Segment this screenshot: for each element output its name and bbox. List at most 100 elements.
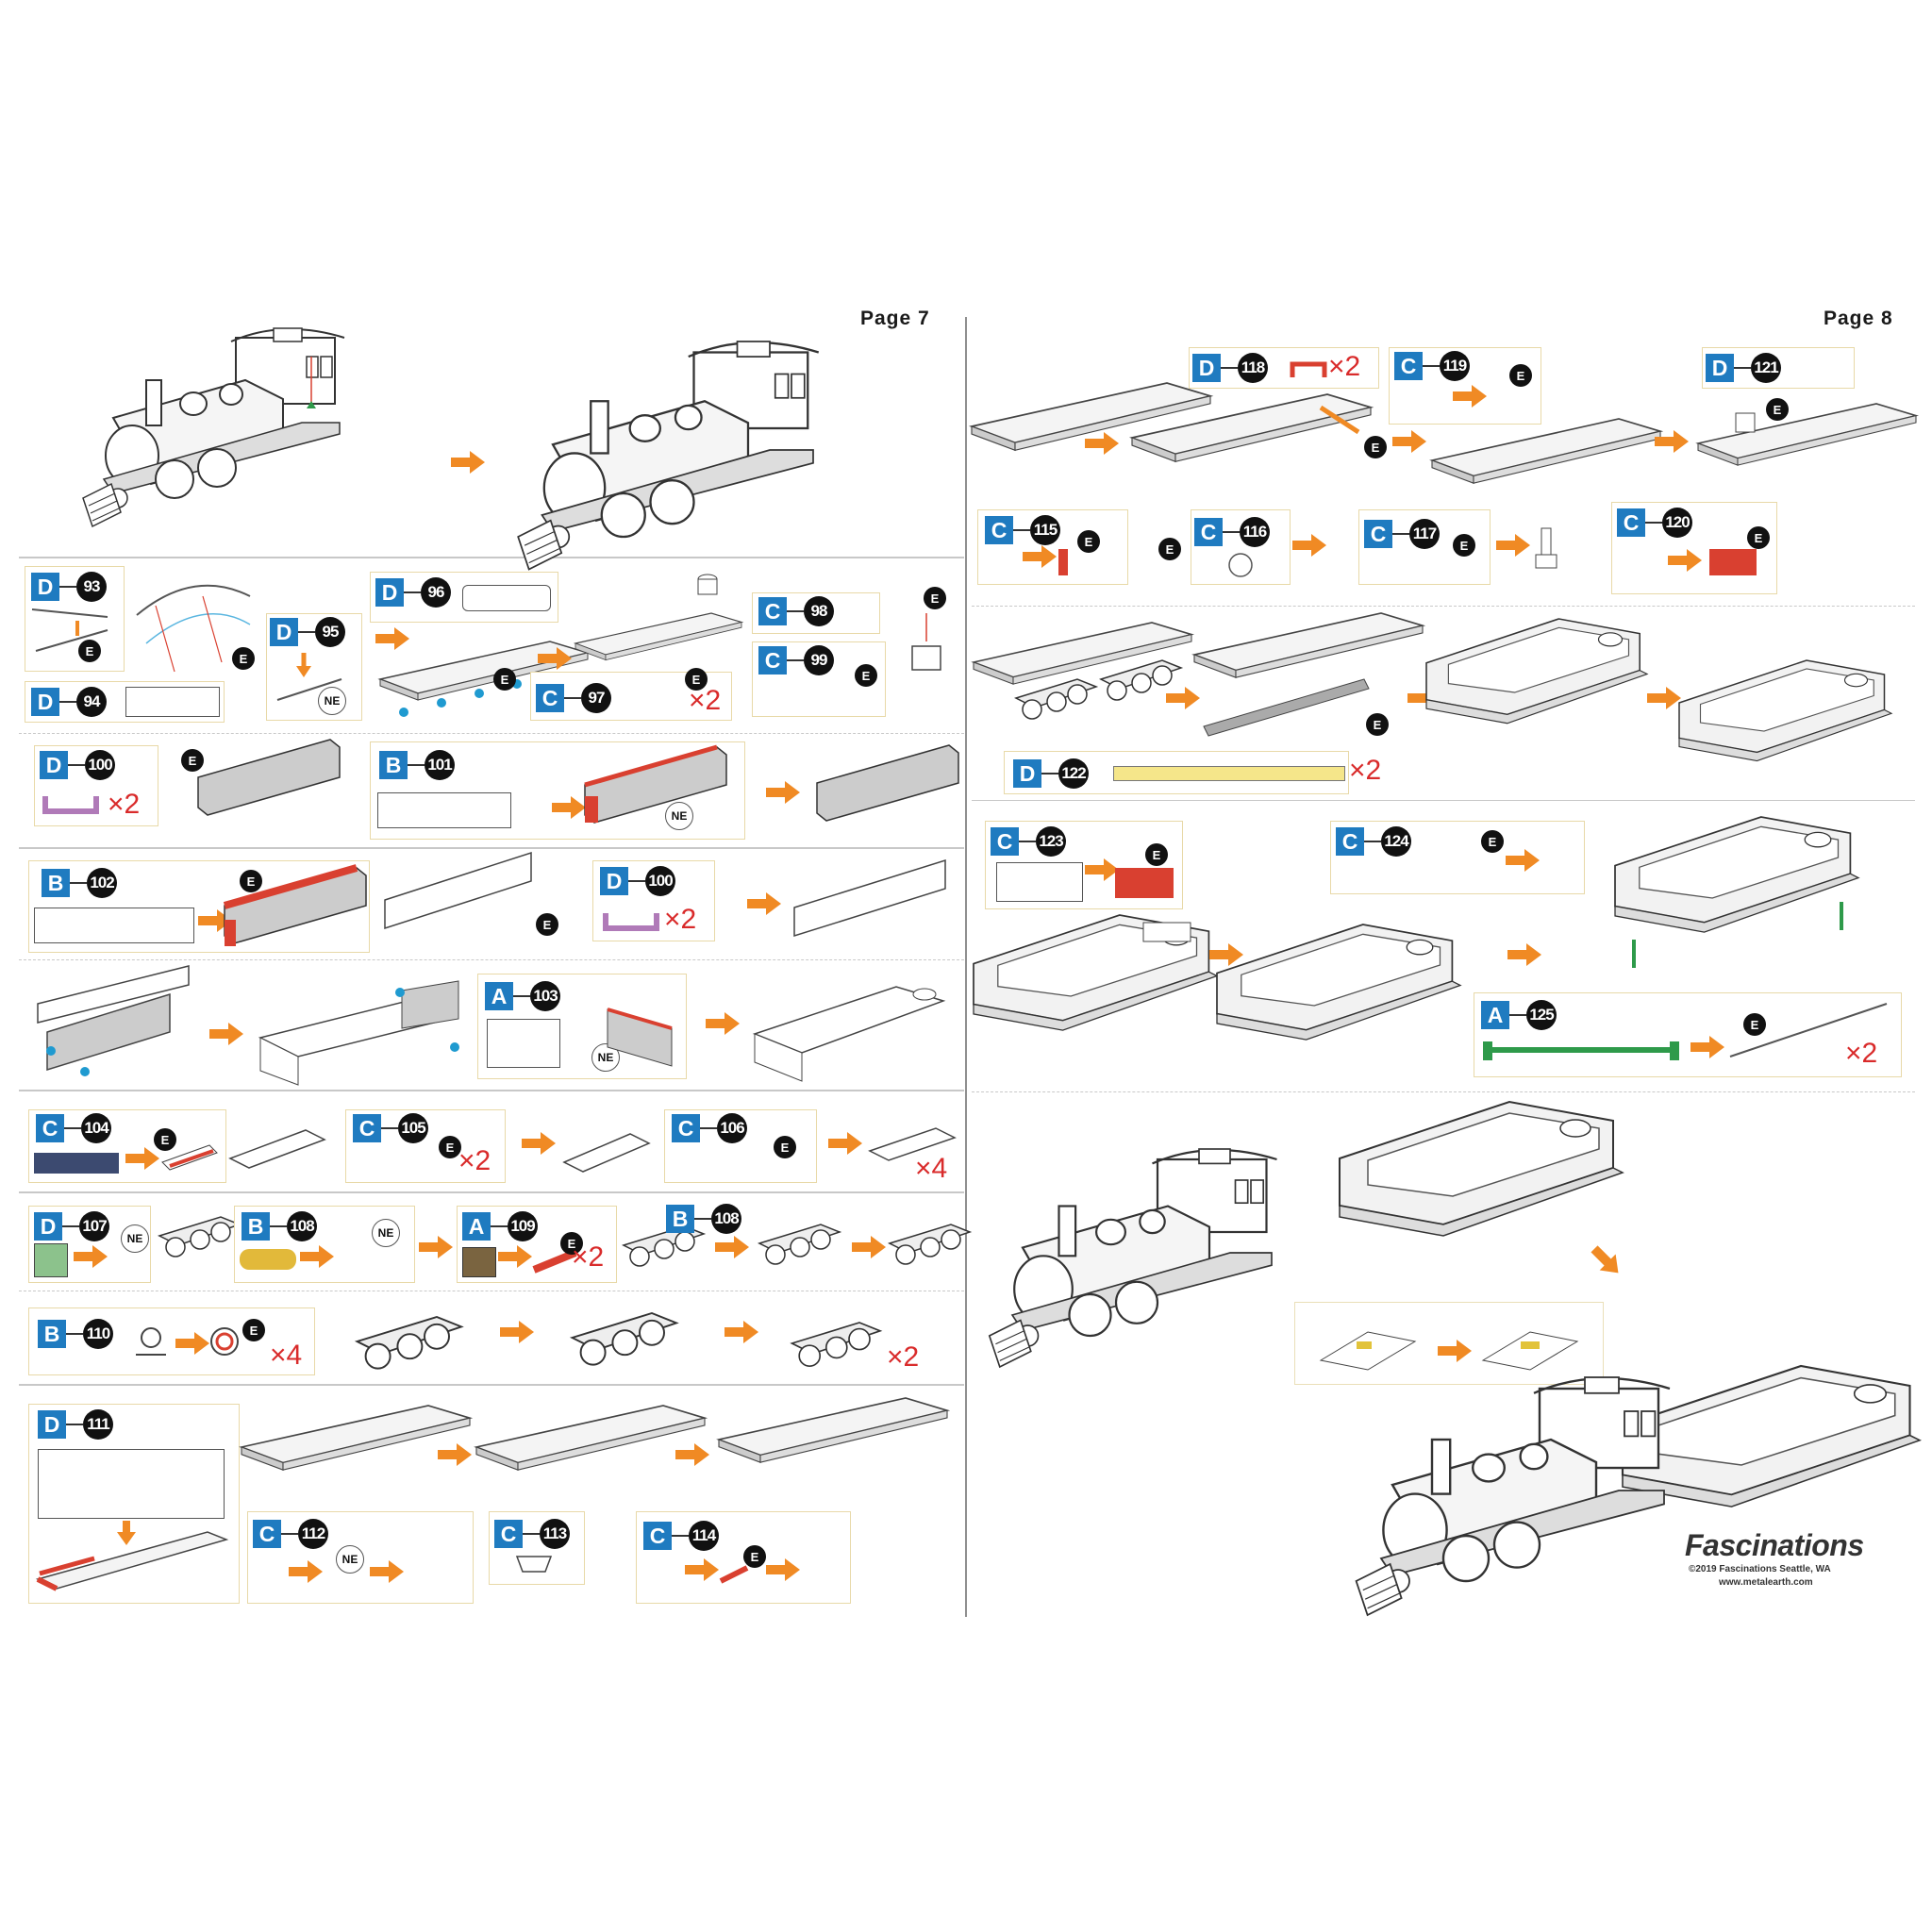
e-marker: E: [232, 647, 255, 670]
e-marker: E: [493, 668, 516, 691]
step-125-part-left: [1483, 1041, 1492, 1060]
e-marker: E: [743, 1545, 766, 1568]
e-marker: E: [924, 587, 946, 609]
step-number: 101: [425, 750, 455, 780]
step-number: 106: [717, 1113, 747, 1143]
sheet-letter: D: [38, 1410, 66, 1439]
step-104-tag: C 104: [36, 1113, 111, 1143]
step-111-tag: D 111: [38, 1409, 113, 1440]
e-marker: E: [1766, 398, 1789, 421]
step-number: 107: [79, 1211, 109, 1241]
e-marker: E: [1509, 364, 1532, 387]
e-marker: E: [154, 1128, 176, 1151]
multiplier: ×2: [1328, 351, 1361, 382]
e-marker: E: [1743, 1013, 1766, 1036]
step-number: 109: [508, 1211, 538, 1241]
step-number: 103: [530, 981, 560, 1011]
step-99-result: [911, 613, 941, 671]
step-108b-assembly: [758, 1224, 841, 1265]
step-122-result: [1678, 659, 1892, 762]
ne-marker: NE: [372, 1219, 400, 1247]
multiplier: ×2: [1845, 1038, 1878, 1069]
step-110-mid: [356, 1316, 462, 1370]
step-125-tender: [1614, 816, 1859, 968]
step-number: 117: [1409, 519, 1440, 549]
e-marker: E: [1366, 713, 1389, 736]
step-118-part: [1290, 361, 1327, 377]
final-loco-upper: [988, 1147, 1278, 1369]
step-122-tag: D 122: [1013, 758, 1089, 789]
ne-marker: NE: [318, 687, 346, 715]
step-96-part: [462, 585, 551, 611]
arrow: [1085, 432, 1119, 455]
row-divider-r3: [972, 1091, 1915, 1092]
step-number: 118: [1238, 353, 1268, 383]
sheet-letter: C: [758, 597, 787, 625]
step-110-result-a: [571, 1312, 677, 1366]
arrow: [1507, 943, 1541, 966]
step-104-result: [228, 1129, 326, 1169]
sheet-letter: C: [1336, 827, 1364, 856]
sheet-letter: D: [31, 688, 59, 716]
step-number: 123: [1036, 826, 1066, 857]
brand-logo: Fascinations: [1685, 1528, 1864, 1562]
step-123-part: [996, 862, 1083, 902]
step-number: 113: [540, 1519, 570, 1549]
e-marker: E: [774, 1136, 796, 1158]
step-103-assembly: [607, 1008, 673, 1067]
coupler-detail-a: [1319, 1331, 1417, 1371]
sheet-letter: D: [1013, 759, 1041, 788]
step-105-result: [562, 1133, 651, 1173]
step-101-part: [377, 792, 511, 828]
step-108-tag: B 108: [242, 1211, 317, 1241]
row-divider-2: [19, 733, 964, 734]
multiplier: ×2: [108, 789, 141, 820]
step-number: 102: [87, 868, 117, 898]
sheet-letter: C: [353, 1114, 381, 1142]
sheet-letter: D: [270, 618, 298, 646]
step-number: 104: [81, 1113, 111, 1143]
arrow: [552, 796, 586, 819]
step-113-part: [515, 1556, 553, 1573]
step-number: 121: [1751, 353, 1781, 383]
sheet-letter: C: [1394, 352, 1423, 380]
e-marker: E: [1077, 530, 1100, 553]
step-117-result: [1535, 527, 1557, 569]
arrow: [419, 1236, 453, 1258]
arrow: [1496, 534, 1530, 557]
arrow: [438, 1443, 472, 1466]
page-label-right: Page 8: [1824, 308, 1893, 329]
sheet-letter: B: [666, 1205, 694, 1233]
step-number: 112: [298, 1519, 328, 1549]
row-divider-5: [19, 1090, 964, 1091]
multiplier: ×4: [270, 1340, 303, 1371]
step-number: 110: [83, 1319, 113, 1349]
step-number: 122: [1058, 758, 1089, 789]
step-108b-result: [889, 1224, 971, 1265]
e-marker: E: [560, 1232, 583, 1255]
step-115-tag: C 115: [985, 515, 1060, 545]
arrow: [828, 1132, 862, 1155]
step-103-pre-assembly: [37, 965, 190, 1076]
step-121-tag: D 121: [1706, 353, 1781, 383]
arrow: [766, 781, 800, 804]
arrow-top-left: [451, 451, 485, 474]
arrow: [715, 1236, 749, 1258]
step-101-assembly: [584, 744, 727, 824]
row-divider-8: [19, 1384, 964, 1386]
step-121-plate: [1697, 403, 1917, 466]
arrow: [1392, 430, 1426, 453]
sheet-letter: C: [1364, 520, 1392, 548]
step-number: 111: [83, 1409, 113, 1440]
e-marker: E: [1747, 526, 1770, 549]
step-number: 120: [1662, 508, 1692, 538]
step-101-tag: B 101: [379, 750, 455, 780]
page-label-left: Page 7: [860, 308, 930, 329]
step-107-tag: D 107: [34, 1211, 109, 1241]
ne-marker: NE: [121, 1224, 149, 1253]
arrow: [289, 1560, 323, 1583]
coupler-detail-b: [1481, 1331, 1579, 1371]
step-102-tag: B 102: [42, 868, 117, 898]
step-119-plate: [1431, 418, 1661, 485]
multiplier: ×2: [664, 904, 697, 935]
